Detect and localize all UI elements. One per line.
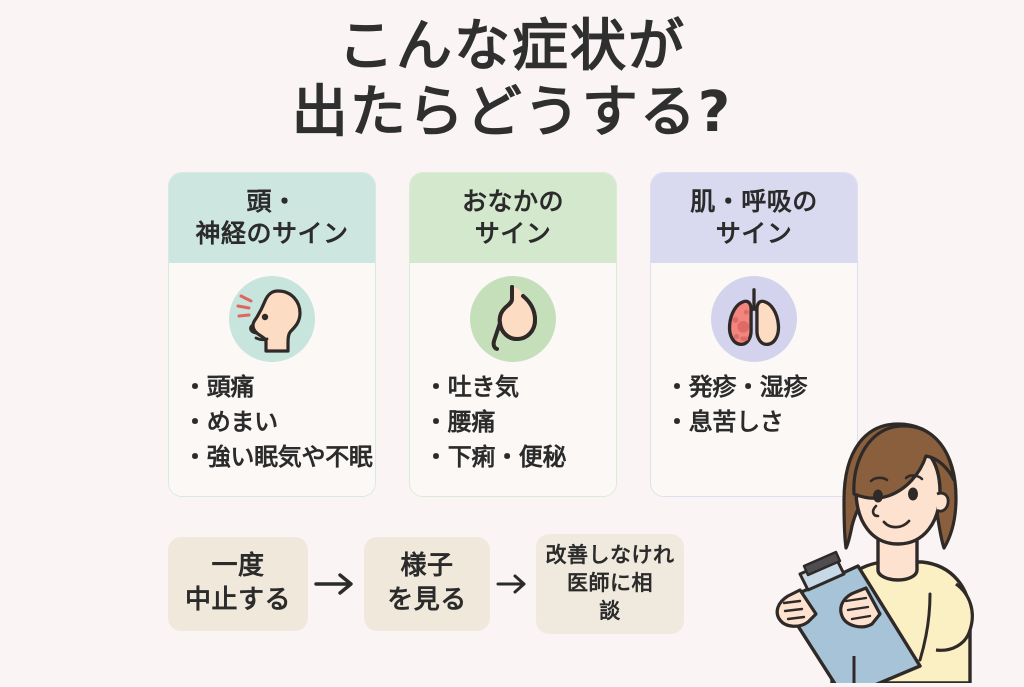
card-header-head-nerve: 頭・ 神経のサイン [169, 173, 375, 263]
lung-spots-icon [732, 309, 750, 341]
list-item: 下痢・便秘 [424, 440, 616, 475]
woman-with-clipboard-illustration [770, 398, 1024, 687]
arrow-right-icon [496, 574, 526, 594]
list-item: 頭痛 [183, 370, 375, 405]
page-title-line-2: 出たらどうする? [291, 79, 733, 145]
eye-left-icon [873, 489, 883, 503]
clipboard-icon [780, 550, 922, 687]
list-item: 発疹・湿疹 [665, 370, 857, 405]
symptom-card-stomach: おなかの サイン 吐き気 腰痛 下痢・便秘 [409, 172, 617, 497]
card-header-line-1: 頭・ [246, 186, 298, 216]
card-header-stomach: おなかの サイン [410, 173, 616, 263]
list-item: 吐き気 [424, 370, 616, 405]
flow-step-consult-doctor: 改善しなけれ 医師に相 談 [536, 534, 684, 634]
symptom-list-skin-breathing: 発疹・湿疹 息苦しさ [651, 370, 857, 440]
stomach-icon [491, 285, 538, 351]
card-body-stomach: 吐き気 腰痛 下痢・便秘 [410, 263, 616, 496]
list-item: めまい [183, 405, 375, 440]
list-item: 強い眠気や不眠 [183, 440, 375, 475]
flow-step-line-2: を見る [387, 585, 467, 615]
flow-step-line-3: 談 [599, 598, 621, 623]
head-profile-icon-circle [229, 276, 315, 362]
flow-step-line-1: 一度 [211, 551, 265, 582]
flow-step-line-2: 医師に相 [567, 571, 653, 596]
card-header-line-2: サイン [474, 219, 552, 248]
card-body-head-nerve: 頭痛 めまい 強い眠気や不眠 [169, 263, 375, 496]
card-header-line-2: サイン [715, 219, 793, 248]
card-header-line-1: おなかの [461, 186, 564, 216]
flow-step-line-1: 改善しなけれ [545, 543, 675, 568]
flow-step-observe: 様子 を見る [364, 537, 490, 631]
lungs-icon-circle [711, 276, 797, 362]
lungs-icon [727, 288, 781, 347]
page-title-line-1: こんな症状が [338, 14, 686, 79]
stomach-icon-circle [470, 276, 556, 362]
card-header-line-1: 肌・呼吸の [690, 186, 818, 216]
eye-right-icon [908, 487, 918, 501]
action-flow: 一度 中止する 様子 を見る 改善しなけれ 医師に相 談 [168, 534, 684, 634]
symptom-card-head-nerve: 頭・ 神経のサイン 頭痛 めまい [168, 172, 376, 497]
arrow-right-icon-2 [490, 573, 536, 595]
page-title: こんな症状が 出たらどうする? [0, 14, 1024, 145]
arrow-right-icon-1 [308, 572, 364, 596]
card-header-line-2: 神経のサイン [195, 219, 349, 248]
flow-step-line-2: 中止する [184, 585, 291, 615]
list-item: 息苦しさ [665, 405, 857, 440]
flow-step-line-1: 様子 [400, 551, 454, 582]
flow-step-stop: 一度 中止する [168, 537, 308, 631]
head-profile-icon [236, 289, 302, 353]
woman-illustration-svg [775, 422, 974, 687]
card-body-skin-breathing: 発疹・湿疹 息苦しさ [651, 263, 857, 496]
symptom-list-head-nerve: 頭痛 めまい 強い眠気や不眠 [169, 370, 375, 475]
symptom-list-stomach: 吐き気 腰痛 下痢・便秘 [410, 370, 616, 475]
card-header-skin-breathing: 肌・呼吸の サイン [651, 173, 857, 263]
symptom-card-skin-breathing: 肌・呼吸の サイン [650, 172, 858, 497]
pain-lines-icon [236, 294, 253, 318]
list-item: 腰痛 [424, 405, 616, 440]
arrow-right-icon [314, 573, 353, 595]
symptom-cards: 頭・ 神経のサイン 頭痛 めまい [168, 172, 858, 497]
